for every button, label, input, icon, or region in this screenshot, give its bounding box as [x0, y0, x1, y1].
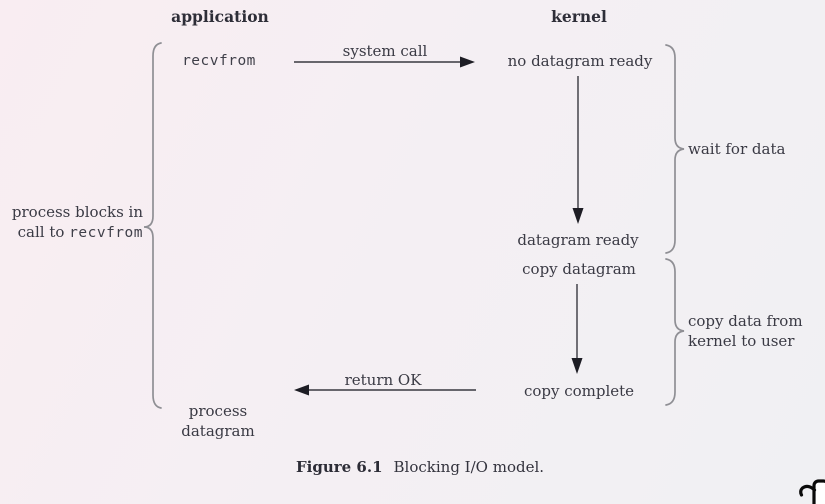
recvfrom-inline-code: recvfrom — [69, 225, 143, 241]
process-blocks-annotation: process blocks in call to recvfrom — [12, 202, 143, 243]
wait-for-data-brace — [665, 44, 685, 254]
process-datagram-line2: datagram — [181, 422, 255, 440]
copy-arrowhead — [571, 358, 583, 374]
copy-data-annotation: copy data from kernel to user — [688, 311, 803, 351]
copy-datagram-node: copy datagram — [522, 260, 636, 278]
figure-caption: Figure 6.1 Blocking I/O model. — [296, 458, 544, 476]
wait-arrowhead — [572, 208, 584, 224]
process-blocks-line2: call to recvfrom — [17, 223, 143, 241]
figure-caption-label: Figure 6.1 — [296, 458, 383, 476]
kernel-column-header: kernel — [551, 7, 607, 26]
process-datagram-line1: process — [188, 402, 248, 420]
wait-for-data-annotation: wait for data — [688, 140, 786, 158]
cursor-artifact-icon — [799, 479, 825, 504]
copy-data-line1: copy data from — [688, 312, 803, 330]
system-call-label: system call — [342, 42, 428, 60]
datagram-ready-node: datagram ready — [517, 231, 639, 249]
process-blocks-line1: process blocks in — [11, 203, 143, 221]
application-column-header: application — [171, 7, 269, 26]
copy-complete-node: copy complete — [523, 382, 635, 400]
left-brace — [143, 42, 162, 409]
system-call-arrowhead — [460, 56, 475, 68]
return-ok-arrowhead — [294, 384, 309, 396]
return-ok-label: return OK — [344, 371, 422, 389]
recvfrom-node: recvfrom — [182, 53, 256, 69]
no-datagram-ready-node: no datagram ready — [507, 52, 653, 70]
process-datagram-node: process datagram — [181, 401, 254, 441]
copy-data-line2: kernel to user — [688, 332, 795, 350]
copy-data-brace — [665, 258, 685, 406]
figure-caption-text: Blocking I/O model. — [393, 458, 545, 476]
